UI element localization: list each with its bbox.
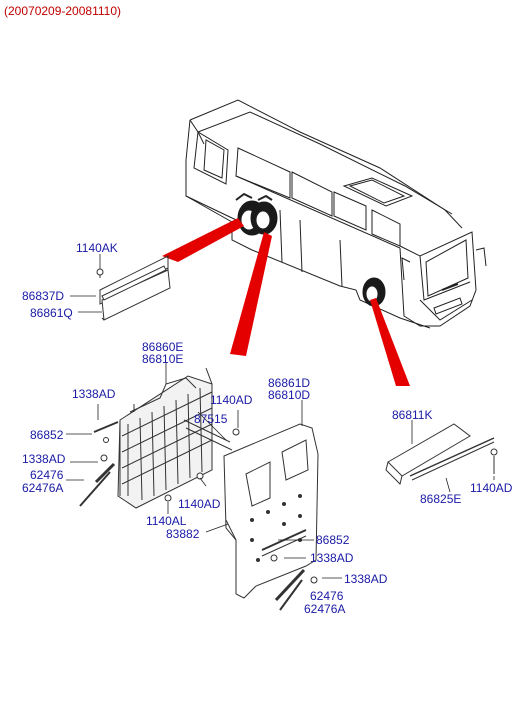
callout-86852-a: 86852 [30, 428, 64, 442]
small-mudflap-assembly [96, 255, 171, 321]
callout-87515: 87515 [194, 412, 228, 426]
mudflap-assembly [223, 423, 319, 611]
mudguard-panel-assembly [79, 367, 240, 509]
callout-86810E: 86810E [142, 352, 184, 366]
callout-86860E: 86860E [142, 340, 184, 354]
callout-1338AD-c: 1338AD [310, 551, 354, 565]
callout-1140AD-a: 1140AD [210, 393, 253, 407]
callout-86811K: 86811K [392, 408, 433, 422]
bus-illustration [185, 99, 487, 329]
callout-86852-b: 86852 [316, 533, 350, 547]
callout-1140AK: 1140AK [76, 241, 118, 255]
callout-86810D: 86810D [268, 388, 311, 402]
callout-83882: 83882 [166, 527, 200, 541]
date-range-header: (20070209-20081110) [4, 4, 121, 18]
callout-62476-a: 62476 [30, 468, 64, 482]
callout-1338AD-a: 1338AD [72, 387, 116, 401]
right-mudflap-assembly [385, 423, 498, 485]
callout-1338AD-b: 1338AD [22, 452, 66, 466]
callout-62476A-a: 62476A [22, 481, 64, 495]
callout-86861Q: 86861Q [30, 306, 73, 320]
callout-1140AD-c: 1140AD [470, 481, 513, 495]
callout-1140AD-b: 1140AD [178, 497, 221, 511]
callout-86825E: 86825E [420, 492, 462, 506]
callout-86861D: 86861D [268, 376, 311, 390]
callout-1140AL: 1140AL [146, 514, 187, 528]
callout-62476-b: 62476 [310, 589, 344, 603]
pointer-arrow-right [370, 298, 410, 386]
callout-1338AD-d: 1338AD [344, 572, 388, 586]
callout-86837D: 86837D [22, 289, 65, 303]
pointer-arrow-middle [230, 232, 272, 356]
callout-62476A-b: 62476A [304, 602, 346, 616]
pointer-arrows [162, 218, 410, 386]
pointer-arrow-left [162, 218, 244, 262]
leader-lines [66, 254, 495, 579]
